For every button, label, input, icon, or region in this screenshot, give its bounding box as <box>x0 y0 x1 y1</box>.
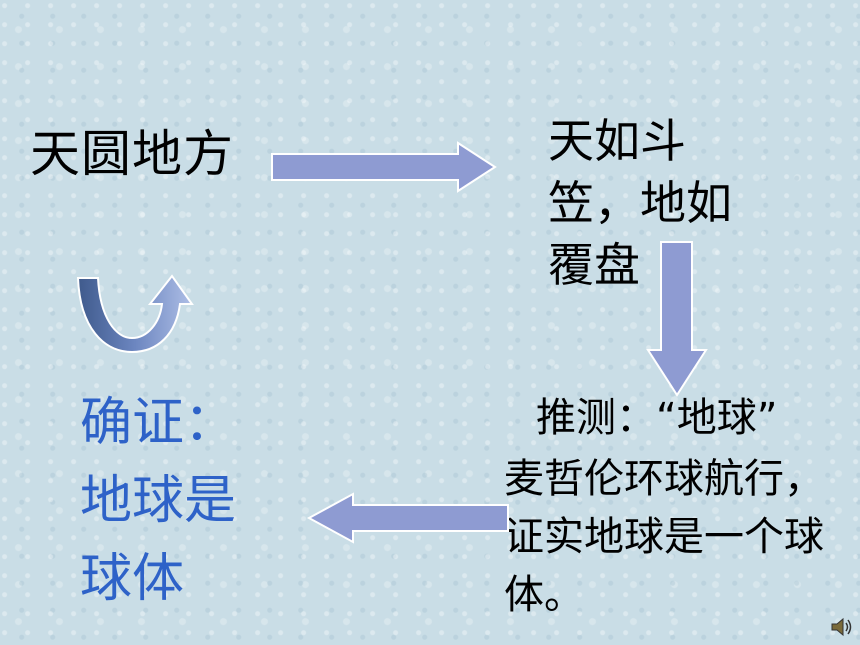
arrow-right <box>271 141 497 193</box>
node-tian-ru-dou-li: 天如斗笠，地如覆盘 <box>548 114 732 292</box>
speaker-icon[interactable] <box>830 616 854 638</box>
arrow-down <box>646 241 708 397</box>
arrow-left <box>306 492 509 544</box>
node-que-zheng: 确证：地球是球体 <box>80 393 237 609</box>
node-tian-yuan-di-fang: 天圆地方 <box>30 125 234 183</box>
node-tui-ce: 推测：“地球” <box>536 395 778 441</box>
curved-arrow-up <box>76 274 194 354</box>
node-magellan: 麦哲伦环球航行，证实地球是一个球体。 <box>504 456 824 618</box>
